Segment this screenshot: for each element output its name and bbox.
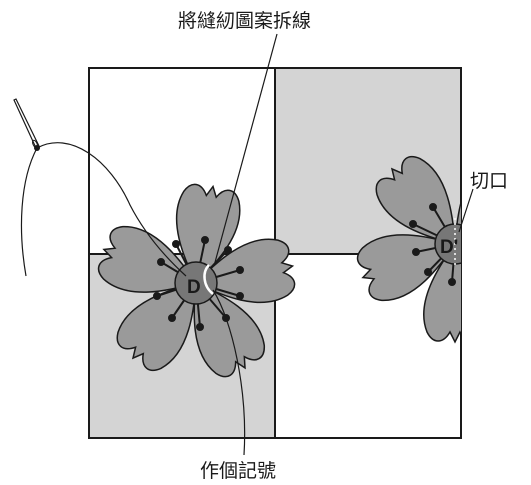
flower-center-left: [174, 261, 218, 305]
label-cut-opening: 切口: [470, 170, 509, 192]
mark-d: D: [187, 277, 201, 298]
needle-icon: [13, 98, 40, 151]
label-unpick-stitching: 將縫紉圖案拆線: [178, 10, 312, 32]
thread-icon: [36, 142, 187, 277]
thread-icon: [20, 147, 38, 277]
flower-left: [92, 180, 299, 385]
flower-right: [351, 148, 461, 343]
mark-d-prime: D': [440, 237, 458, 258]
leader-right: [458, 188, 474, 233]
label-make-mark: 作個記號: [200, 460, 277, 482]
center-notch: [203, 264, 214, 295]
leader-bottom: [212, 289, 246, 456]
leader-top: [213, 33, 278, 267]
